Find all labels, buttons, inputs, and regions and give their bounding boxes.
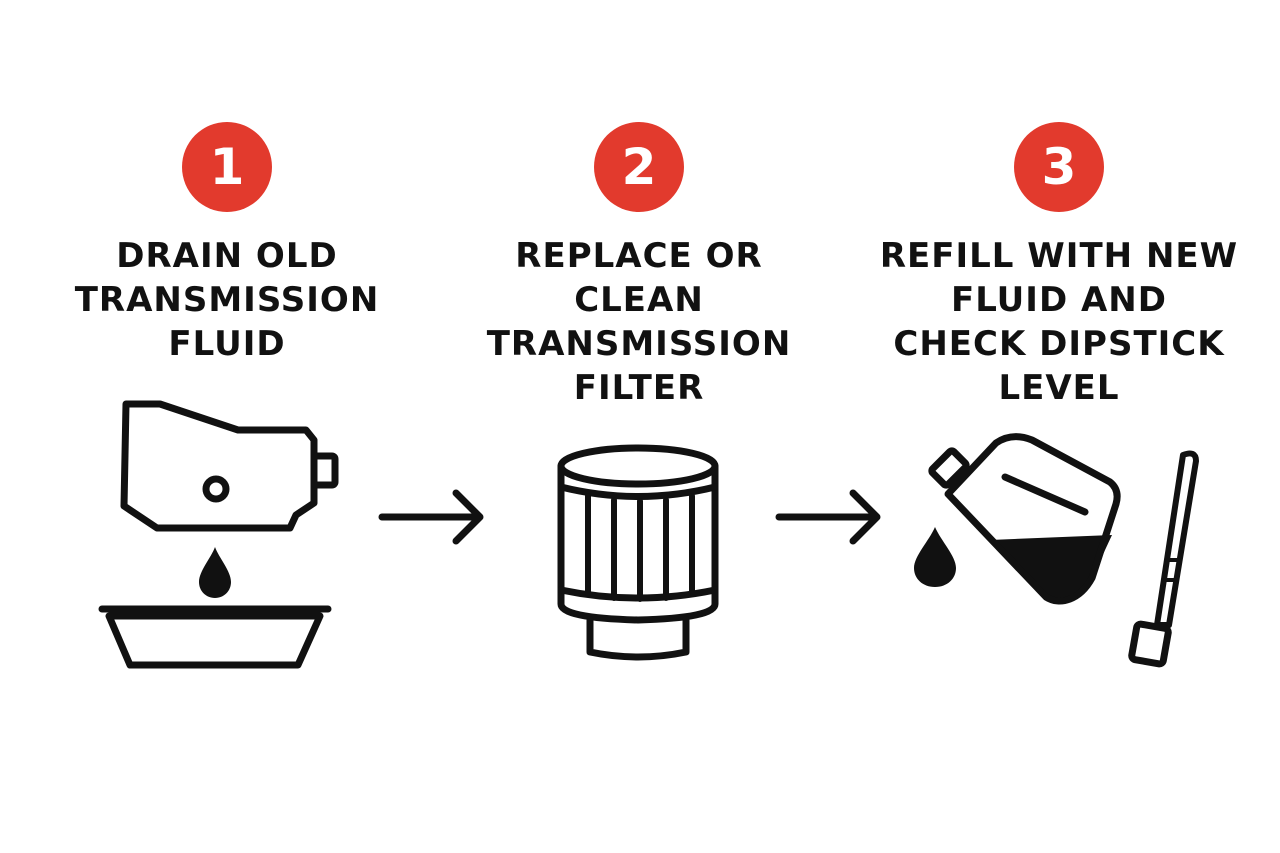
step-title-line: REFILL WITH NEW bbox=[879, 236, 1239, 276]
filter-top-rim bbox=[557, 444, 719, 488]
step-title-line: FILTER bbox=[573, 368, 705, 408]
step-number-badge: 2 bbox=[594, 122, 684, 212]
jug-handle bbox=[1001, 473, 1089, 516]
drain-tray bbox=[98, 605, 332, 669]
step-number-badge: 1 bbox=[182, 122, 272, 212]
step-1: 1 DRAIN OLD TRANSMISSION FLUID bbox=[47, 122, 407, 366]
jug-cap bbox=[928, 447, 970, 489]
transmission-pan-shape bbox=[120, 400, 318, 532]
step-title-line: FLUID AND bbox=[951, 280, 1167, 320]
dipstick-handle bbox=[1128, 620, 1172, 668]
fluid-drop-icon bbox=[199, 547, 231, 598]
fluid-drop-icon bbox=[914, 527, 956, 587]
step-title-line: REPLACE OR bbox=[515, 236, 763, 276]
pan-connector bbox=[310, 452, 339, 489]
step-title: REPLACE OR CLEAN TRANSMISSION FILTER bbox=[459, 234, 819, 410]
step-title-line: LEVEL bbox=[998, 368, 1120, 408]
dipstick-marks bbox=[1161, 558, 1182, 582]
step-title-line: CHECK DIPSTICK bbox=[893, 324, 1225, 364]
step-title-line: TRANSMISSION bbox=[74, 280, 380, 320]
filter-body bbox=[557, 462, 719, 624]
step-title-line: FLUID bbox=[168, 324, 286, 364]
step-title: REFILL WITH NEW FLUID AND CHECK DIPSTICK… bbox=[879, 234, 1239, 410]
step-title-line: CLEAN bbox=[574, 280, 704, 320]
drain-plug bbox=[202, 475, 230, 503]
step-title-line: DRAIN OLD bbox=[116, 236, 338, 276]
transmission-pan-drip-icon bbox=[98, 400, 339, 669]
filter-icon bbox=[557, 444, 719, 661]
right-arrow-icon bbox=[378, 489, 484, 545]
dipstick-icon bbox=[1128, 450, 1199, 668]
filter-base bbox=[586, 616, 690, 661]
step-title: DRAIN OLD TRANSMISSION FLUID bbox=[47, 234, 407, 366]
step-2: 2 REPLACE OR CLEAN TRANSMISSION FILTER bbox=[459, 122, 819, 410]
dipstick-rod bbox=[1154, 450, 1199, 628]
step-title-line: TRANSMISSION bbox=[486, 324, 792, 364]
step-3: 3 REFILL WITH NEW FLUID AND CHECK DIPSTI… bbox=[879, 122, 1239, 410]
step-number-badge: 3 bbox=[1014, 122, 1104, 212]
filter-top-band bbox=[557, 483, 719, 500]
right-arrow-icon bbox=[775, 489, 881, 545]
jug-body bbox=[944, 433, 1121, 605]
jug-pour-dipstick-icon bbox=[914, 433, 1199, 668]
jug-fluid-fill bbox=[990, 535, 1112, 602]
filter-pleats bbox=[585, 493, 695, 602]
